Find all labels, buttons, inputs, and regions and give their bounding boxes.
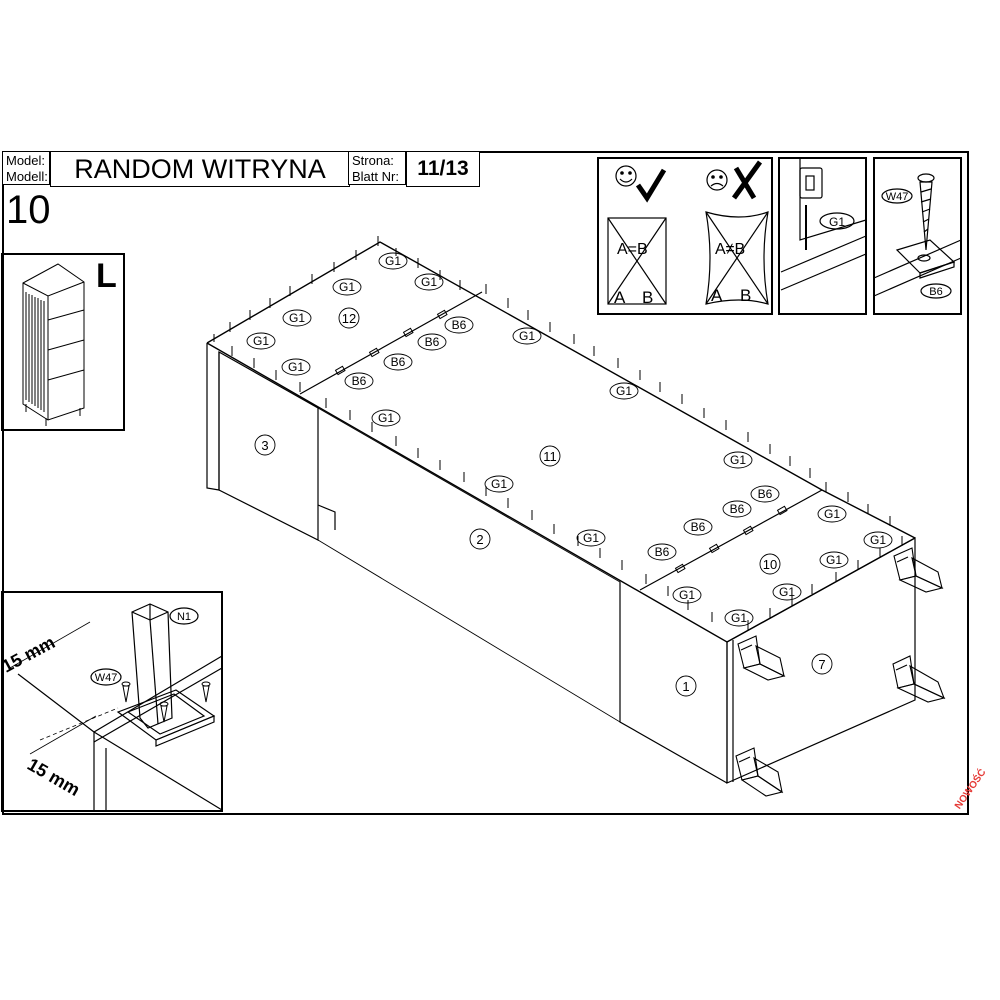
- leg-label: N1: [177, 611, 191, 623]
- dowel-callout: G1: [421, 275, 437, 289]
- leg-detail: 15 mm 15 mm N1 W47: [0, 591, 223, 812]
- panel-2: 2: [476, 532, 483, 547]
- step-number: 10: [6, 188, 51, 232]
- legend-dowel: G1: [778, 157, 867, 315]
- page-number: 11/13: [406, 151, 480, 187]
- panel-11: 11: [543, 449, 557, 464]
- dimension-2: 15 mm: [24, 754, 83, 800]
- dowel-callout: G1: [289, 311, 305, 325]
- dowel-callout: G1: [824, 507, 840, 521]
- cabinet-thumbnail-icon: [22, 263, 85, 426]
- connector-callout: B6: [691, 520, 706, 534]
- dimension-1: 15 mm: [0, 632, 58, 676]
- dowel-callout: G1: [679, 588, 695, 602]
- leg-screw-label: W47: [95, 672, 118, 684]
- smiley-icon: [615, 165, 637, 187]
- checkmark-icon: [635, 168, 667, 203]
- page-label-pl: Strona:: [352, 153, 394, 168]
- page-labels: Strona: Blatt Nr:: [348, 151, 406, 185]
- cabinet-assembly: 12 11 3 2 10 1 7 G1 G1 G1: [206, 236, 946, 797]
- dowel-callout: G1: [339, 280, 355, 294]
- dowel-callout: G1: [253, 334, 269, 348]
- connector-callout: B6: [425, 335, 440, 349]
- dowel-callout: G1: [731, 611, 747, 625]
- connector-callout: B6: [352, 374, 367, 388]
- dowel-callout: G1: [288, 360, 304, 374]
- leg-back-top: [893, 547, 944, 593]
- screw-label: W47: [886, 191, 909, 203]
- connector-plates: [334, 309, 788, 574]
- connector-callout: B6: [758, 487, 773, 501]
- leg-back-bottom: [892, 655, 946, 703]
- corner-a-label-2: A: [711, 286, 723, 305]
- legend-correct: A=B A B: [597, 157, 773, 315]
- panel-1: 1: [682, 679, 689, 694]
- plate-icon: [895, 239, 956, 279]
- cross-icon: [731, 160, 763, 200]
- screw-icon: [121, 681, 211, 723]
- dowel-callout: G1: [519, 329, 535, 343]
- correct-formula: A=B: [617, 241, 648, 258]
- corner-a-label: A: [614, 288, 626, 307]
- dowel-callout: G1: [378, 411, 394, 425]
- model-label-de: Modell:: [6, 169, 48, 184]
- panel-10: 10: [763, 557, 777, 572]
- dowel-callout: G1: [779, 585, 795, 599]
- panel-7: 7: [818, 657, 825, 672]
- corner-b-label-2: B: [740, 286, 751, 305]
- dowel-callout: G1: [616, 384, 632, 398]
- cabinet-thumbnail: L: [1, 253, 125, 431]
- side-letter: L: [96, 257, 117, 295]
- panel-12: 12: [342, 311, 356, 326]
- model-label-pl: Model:: [6, 153, 46, 168]
- dowel-callout: G1: [870, 533, 886, 547]
- connector-callout: B6: [452, 318, 467, 332]
- dowel-callout: G1: [491, 477, 507, 491]
- square-diagonal-icon: [607, 217, 667, 305]
- instruction-frame: [2, 151, 969, 815]
- plate-label: B6: [929, 286, 942, 298]
- panel-3: 3: [261, 438, 268, 453]
- connector-callout: B6: [655, 545, 670, 559]
- incorrect-formula: A≠B: [715, 241, 745, 258]
- skewed-box-icon: [705, 211, 769, 305]
- connector-callout: B6: [730, 502, 745, 516]
- legend-connector: W47 B6: [873, 157, 962, 315]
- dowel-callout: G1: [385, 254, 401, 268]
- screw-icon: [917, 173, 935, 251]
- legend-incorrect: A≠B A B: [705, 160, 769, 305]
- frowny-icon: [706, 169, 728, 191]
- dowel-callout: G1: [583, 531, 599, 545]
- dowel-callout: G1: [730, 453, 746, 467]
- leg-front-top: [737, 635, 786, 681]
- model-labels: Model: Modell:: [2, 151, 50, 185]
- dowel-label: G1: [829, 215, 845, 229]
- page-label-de: Blatt Nr:: [352, 169, 399, 184]
- cabinet-legs: [735, 547, 946, 797]
- dowel-callout: G1: [826, 553, 842, 567]
- leg-front-bottom: [735, 747, 784, 797]
- connector-callout: B6: [391, 355, 406, 369]
- corner-b-label: B: [642, 288, 653, 307]
